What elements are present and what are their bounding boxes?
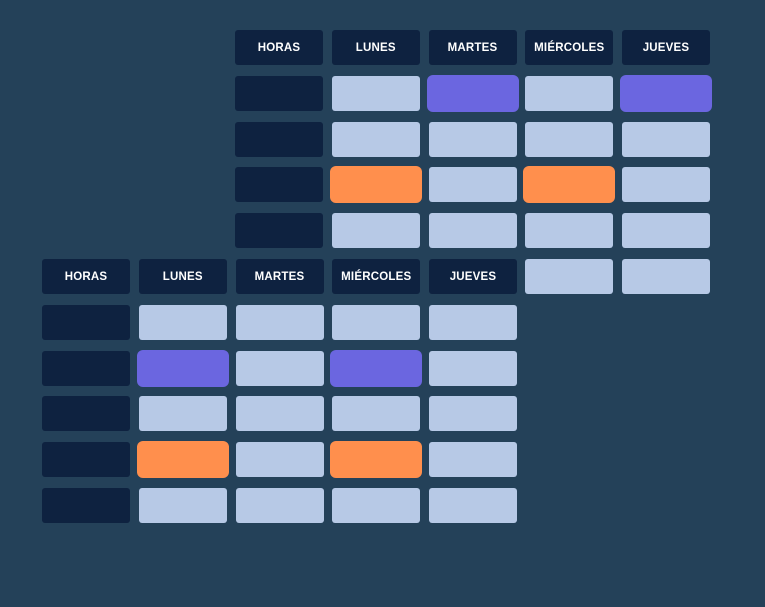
time-slot-empty[interactable] [331,121,420,157]
hour-cell [235,167,323,203]
time-slot-empty[interactable] [138,304,227,340]
hour-cell [235,213,323,249]
time-slot-empty[interactable] [428,121,517,157]
time-slot-empty[interactable] [235,396,324,432]
hour-cell [42,350,130,386]
hour-cell [235,121,323,157]
hour-cell [235,75,323,111]
hour-cell [42,442,130,478]
time-slot-empty[interactable] [429,350,517,386]
column-header-day-3: MIÉRCOLES [525,30,614,65]
time-slot-empty[interactable] [428,213,517,249]
time-slot-empty[interactable] [331,213,420,249]
time-slot-empty[interactable] [429,304,517,340]
column-header-day-4: JUEVES [622,30,710,65]
time-slot-empty[interactable] [622,213,710,249]
time-slot-empty[interactable] [332,304,421,340]
time-slot-orange[interactable] [523,166,616,204]
hour-cell [42,396,130,432]
time-slot-purple[interactable] [426,74,519,112]
time-slot-purple[interactable] [136,349,229,387]
column-header-day-4: JUEVES [429,259,517,294]
time-slot-empty[interactable] [429,396,517,432]
time-slot-orange[interactable] [136,441,229,479]
column-header-day-1: LUNES [138,259,227,294]
time-slot-empty[interactable] [235,488,324,523]
column-header-day-1: LUNES [331,30,420,65]
time-slot-purple[interactable] [330,349,423,387]
time-slot-empty[interactable] [525,75,614,111]
hour-cell [42,488,130,523]
time-slot-empty[interactable] [332,396,421,432]
time-slot-empty[interactable] [235,350,324,386]
time-slot-empty[interactable] [622,259,710,294]
column-header-day-3: MIÉRCOLES [332,259,421,294]
time-slot-empty[interactable] [332,488,421,523]
time-slot-empty[interactable] [138,488,227,523]
time-slot-empty[interactable] [235,442,324,478]
time-slot-empty[interactable] [525,259,614,294]
column-header-hours: HORAS [42,259,130,294]
column-header-hours: HORAS [235,30,323,65]
time-slot-empty[interactable] [525,121,614,157]
time-slot-empty[interactable] [429,488,517,523]
time-slot-empty[interactable] [138,396,227,432]
column-header-day-2: MARTES [235,259,324,294]
time-slot-purple[interactable] [620,74,712,112]
time-slot-empty[interactable] [622,121,710,157]
column-header-day-2: MARTES [428,30,517,65]
time-slot-empty[interactable] [429,442,517,478]
time-slot-empty[interactable] [331,75,420,111]
time-slot-orange[interactable] [329,166,422,204]
hour-cell [42,304,130,340]
time-slot-empty[interactable] [622,167,710,203]
time-slot-orange[interactable] [330,441,423,479]
time-slot-empty[interactable] [428,167,517,203]
time-slot-empty[interactable] [235,304,324,340]
time-slot-empty[interactable] [525,213,614,249]
